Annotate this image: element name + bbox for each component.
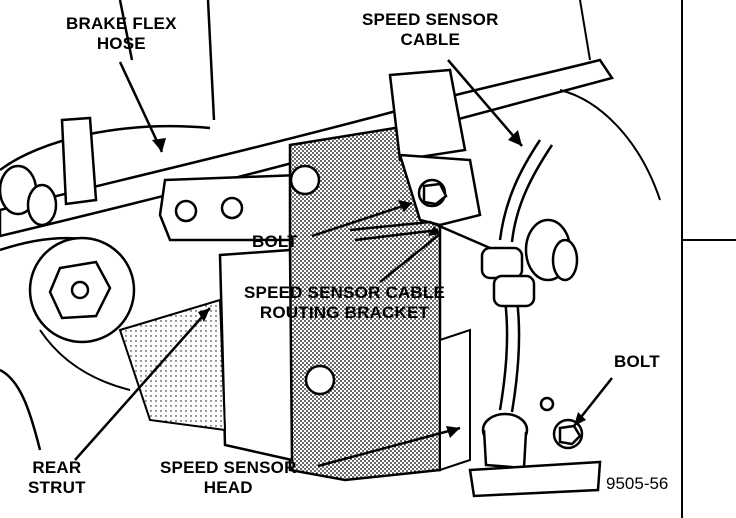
leader-bolt-center-2 (354, 228, 439, 242)
rear-strut-shade (39, 298, 227, 432)
strut-nut (28, 236, 136, 344)
leader-lines (74, 59, 613, 468)
upper-right-detail (559, 0, 661, 201)
leader-sensor-head (317, 426, 461, 468)
cable-grommet (480, 218, 579, 308)
leader-routing-bracket (379, 233, 441, 283)
figure-number: 9505-56 (606, 474, 669, 493)
label-speed-sensor-cable-line1: SPEED SENSOR (362, 10, 499, 29)
label-speed-sensor-head: SPEED SENSOR HEAD (160, 458, 297, 498)
label-bolt-right-text: BOLT (614, 352, 660, 371)
cable-clamp (388, 68, 482, 227)
label-routing-bracket-line2: ROUTING BRACKET (259, 303, 430, 322)
label-brake-flex-hose: BRAKE FLEX HOSE (66, 14, 177, 54)
wheel-well-panel (0, 0, 216, 451)
label-bolt-center-text: BOLT (252, 232, 298, 251)
routing-bracket (349, 220, 491, 250)
hose-fitting (0, 116, 98, 227)
label-bolt-center: BOLT (252, 232, 298, 252)
leader-bolt-center (311, 201, 413, 238)
speed-sensor-head (468, 396, 602, 498)
arrowheads (152, 130, 586, 438)
label-brake-flex-hose-line1: BRAKE FLEX (66, 14, 177, 33)
strut-body (218, 126, 471, 482)
label-bolt-right: BOLT (614, 352, 660, 372)
label-rear-strut-line1: REAR (32, 458, 82, 477)
label-speed-sensor-head-line1: SPEED SENSOR (160, 458, 297, 477)
label-speed-sensor-cable-line2: CABLE (400, 30, 461, 49)
label-routing-bracket: SPEED SENSOR CABLE ROUTING BRACKET (244, 283, 445, 323)
leader-rear-strut (74, 307, 211, 461)
label-rear-strut: REAR STRUT (28, 458, 86, 498)
label-speed-sensor-head-line2: HEAD (203, 478, 253, 497)
label-routing-bracket-line1: SPEED SENSOR CABLE (244, 283, 446, 302)
leader-speed-cable (447, 59, 523, 147)
frame-edge (681, 0, 736, 518)
leader-brake-hose (118, 61, 164, 153)
label-rear-strut-line2: STRUT (28, 478, 86, 497)
label-speed-sensor-cable: SPEED SENSOR CABLE (362, 10, 499, 50)
label-brake-flex-hose-line2: HOSE (96, 34, 146, 53)
speed-sensor-cable (498, 139, 554, 413)
